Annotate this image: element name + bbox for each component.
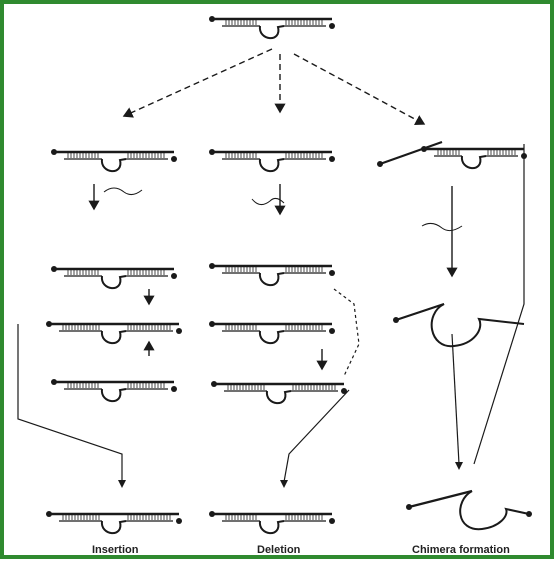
deletion-step-2 bbox=[209, 263, 335, 287]
chimera-formation-label: Chimera formation bbox=[412, 544, 510, 556]
insertion-step-1 bbox=[51, 149, 177, 173]
insertion-label: Insertion bbox=[92, 544, 139, 556]
strand-end-dot bbox=[406, 504, 412, 510]
strand-end-dot bbox=[526, 511, 532, 517]
insertion-step-4 bbox=[51, 379, 177, 403]
deletion-label: Deletion bbox=[257, 544, 301, 556]
loop bbox=[258, 330, 285, 345]
loop bbox=[100, 275, 127, 290]
deletion-step-3 bbox=[209, 321, 335, 345]
loop bbox=[258, 272, 285, 287]
strand-end-dot bbox=[46, 321, 52, 327]
strand-end-dot bbox=[171, 273, 177, 279]
strand-end-dot bbox=[209, 149, 215, 155]
strand-end-dot bbox=[393, 317, 399, 323]
chimera-path-line-right bbox=[473, 144, 525, 465]
recombination-pathway-diagram bbox=[17, 16, 532, 535]
strand-end-dot bbox=[209, 321, 215, 327]
chimera-product-loop bbox=[459, 490, 530, 531]
strand-end-dot bbox=[176, 518, 182, 524]
strand-end-dot bbox=[341, 388, 347, 394]
insertion-product bbox=[46, 511, 182, 535]
loop bbox=[100, 388, 127, 403]
strand-end-dot bbox=[377, 161, 383, 167]
loop bbox=[100, 330, 127, 345]
loop bbox=[100, 520, 127, 535]
strand-end-dot bbox=[329, 270, 335, 276]
loop bbox=[258, 520, 285, 535]
strand-end-dot bbox=[329, 328, 335, 334]
branch-arrow-left bbox=[122, 48, 273, 118]
strand-end-dot bbox=[176, 328, 182, 334]
start-duplex bbox=[209, 16, 335, 40]
cleaved-fragment bbox=[251, 197, 285, 205]
strand-end-dot bbox=[171, 386, 177, 392]
strand-end-dot bbox=[329, 23, 335, 29]
insertion-path-line bbox=[17, 324, 123, 482]
insertion-step-3 bbox=[46, 321, 182, 345]
loop bbox=[258, 158, 285, 173]
strand-end-dot bbox=[171, 156, 177, 162]
strand-end-dot bbox=[209, 16, 215, 22]
chimera-path-line-left bbox=[451, 333, 460, 465]
insertion-step-2 bbox=[51, 266, 177, 290]
chimera-loop bbox=[430, 303, 525, 348]
loop bbox=[100, 158, 127, 173]
deletion-product bbox=[209, 511, 335, 535]
loop bbox=[265, 390, 292, 405]
strand-end-dot bbox=[51, 379, 57, 385]
strand-end-dot bbox=[329, 518, 335, 524]
strand-end-dot bbox=[211, 381, 217, 387]
deletion-step-1 bbox=[209, 149, 335, 173]
strand-end-dot bbox=[46, 511, 52, 517]
strand-end-dot bbox=[329, 156, 335, 162]
deletion-path-line bbox=[283, 389, 350, 483]
deletion-step-4 bbox=[211, 381, 347, 405]
chimera-donor-strand bbox=[395, 302, 445, 322]
loop bbox=[460, 155, 487, 170]
strand-end-dot bbox=[421, 146, 427, 152]
loop bbox=[258, 25, 285, 40]
strand-end-dot bbox=[209, 263, 215, 269]
strand-end-dot bbox=[209, 511, 215, 517]
branch-arrow-right bbox=[293, 53, 426, 125]
donor-strand bbox=[379, 140, 443, 166]
strand-end-dot bbox=[51, 266, 57, 272]
invading-fragment bbox=[103, 187, 143, 196]
chimera-path-arrowhead bbox=[455, 462, 463, 470]
deletion-path-arrowhead bbox=[280, 480, 288, 488]
chimera-fragment bbox=[421, 222, 463, 232]
insertion-path-arrowhead bbox=[118, 480, 126, 488]
chimera-product-strand bbox=[408, 489, 473, 509]
dotted-transfer-path bbox=[333, 288, 360, 377]
strand-end-dot bbox=[51, 149, 57, 155]
chimera-step-1 bbox=[421, 146, 527, 170]
